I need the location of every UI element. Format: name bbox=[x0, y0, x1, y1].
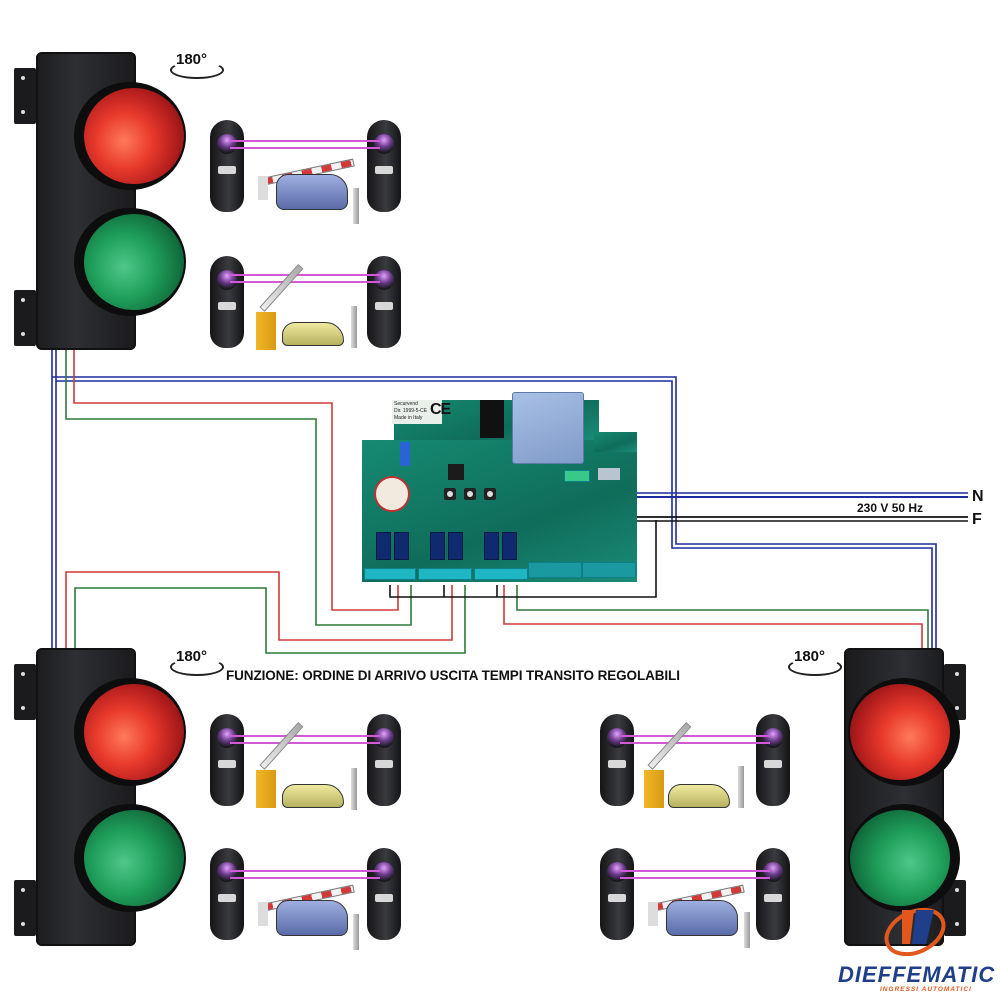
photocell-receiver bbox=[756, 714, 790, 806]
wire-green-top-left bbox=[65, 350, 412, 626]
photocell-transmitter bbox=[600, 714, 634, 806]
photocell-transmitter bbox=[210, 714, 244, 806]
mounting-bracket bbox=[14, 880, 36, 936]
transformer bbox=[512, 392, 584, 464]
sports-car-icon bbox=[282, 322, 344, 346]
relay bbox=[376, 532, 391, 560]
output-terminal-block bbox=[474, 568, 528, 580]
red-lamp bbox=[848, 678, 960, 786]
wire-red-bottom-right bbox=[503, 585, 923, 650]
post-icon bbox=[351, 768, 357, 810]
barrier-cabinet-icon bbox=[644, 770, 664, 808]
barrier-cabinet-icon bbox=[256, 312, 276, 350]
photocell-receiver bbox=[367, 848, 401, 940]
wire-green-bottom-right bbox=[516, 585, 929, 650]
wire-red-top-left bbox=[73, 350, 399, 611]
wire-red-bottom-left bbox=[65, 571, 453, 650]
input-terminal-block bbox=[528, 562, 582, 578]
dip-switch[interactable] bbox=[400, 442, 410, 466]
photocell-transmitter bbox=[210, 120, 244, 212]
infrared-beam bbox=[620, 735, 770, 744]
photocell-transmitter bbox=[210, 256, 244, 348]
post-icon bbox=[353, 188, 359, 224]
control-board: Securvend Dir. 1999-5-CE Made in Italy C… bbox=[362, 392, 637, 582]
relay bbox=[448, 532, 463, 560]
post-icon bbox=[351, 306, 357, 348]
infrared-beam bbox=[230, 140, 380, 149]
pcb-right bbox=[594, 432, 637, 452]
microcontroller-chip bbox=[448, 464, 464, 480]
output-terminal-block bbox=[418, 568, 472, 580]
trimmer-pot[interactable] bbox=[464, 488, 476, 500]
phase-label: F bbox=[972, 511, 982, 528]
car-icon bbox=[666, 900, 738, 936]
photocell-receiver bbox=[367, 256, 401, 348]
trimmer-pot[interactable] bbox=[444, 488, 456, 500]
rotation-arrow-icon bbox=[788, 658, 842, 676]
board-label: Securvend Dir. 1999-5-CE Made in Italy bbox=[392, 400, 442, 424]
barrier-post-icon bbox=[258, 902, 268, 926]
wire-blue-top-b bbox=[56, 380, 933, 650]
red-lamp bbox=[74, 678, 186, 786]
sports-car-icon bbox=[282, 784, 344, 808]
rotation-180-label: 180° bbox=[170, 648, 224, 676]
heatsink bbox=[480, 400, 504, 438]
post-icon bbox=[738, 766, 744, 808]
infrared-beam bbox=[230, 274, 380, 283]
car-icon bbox=[276, 174, 348, 210]
wire-blue-top-a bbox=[52, 376, 937, 650]
photocell-receiver bbox=[367, 120, 401, 212]
infrared-beam bbox=[230, 870, 380, 879]
traffic-light-top-left bbox=[14, 52, 186, 352]
photocell-transmitter bbox=[210, 848, 244, 940]
mounting-bracket bbox=[14, 664, 36, 720]
ce-mark: CE bbox=[430, 401, 451, 418]
input-terminal-block bbox=[582, 562, 636, 578]
diagram-title: FUNZIONE: ORDINE DI ARRIVO USCITA TEMPI … bbox=[226, 668, 680, 683]
wire-black-common bbox=[389, 520, 657, 598]
car-icon bbox=[276, 900, 348, 936]
sports-car-icon bbox=[668, 784, 730, 808]
green-lamp bbox=[848, 804, 960, 912]
relay bbox=[484, 532, 499, 560]
mounting-bracket bbox=[14, 68, 36, 124]
dieffematic-logo-icon bbox=[884, 907, 946, 956]
wire-green-bottom-left bbox=[74, 585, 466, 654]
brand-tagline: INGRESSI AUTOMATICI bbox=[880, 986, 972, 993]
post-icon bbox=[353, 914, 359, 950]
mounting-bracket bbox=[14, 290, 36, 346]
rotation-arrow-icon bbox=[170, 658, 224, 676]
infrared-beam bbox=[620, 870, 770, 879]
fuse-holder bbox=[598, 468, 620, 480]
rotation-180-label: 180° bbox=[788, 648, 842, 676]
green-lamp bbox=[74, 208, 186, 316]
photocell-receiver bbox=[756, 848, 790, 940]
manufacturer-seal bbox=[374, 476, 410, 512]
relay bbox=[430, 532, 445, 560]
power-supply-label: 230 V 50 Hz bbox=[857, 501, 924, 515]
photocell-transmitter bbox=[600, 848, 634, 940]
relay bbox=[502, 532, 517, 560]
power-terminal bbox=[564, 470, 590, 482]
wire-neutral-2 bbox=[615, 478, 968, 494]
traffic-light-bottom-right bbox=[836, 648, 966, 948]
relay bbox=[394, 532, 409, 560]
red-lamp bbox=[74, 82, 186, 190]
barrier-post-icon bbox=[648, 902, 658, 926]
barrier-post-icon bbox=[258, 176, 268, 200]
output-terminal-block bbox=[364, 568, 416, 580]
barrier-cabinet-icon bbox=[256, 770, 276, 808]
rotation-180-label: 180° bbox=[170, 51, 224, 79]
traffic-light-bottom-left bbox=[14, 648, 186, 948]
photocell-receiver bbox=[367, 714, 401, 806]
neutral-label: N bbox=[972, 488, 984, 505]
green-lamp bbox=[74, 804, 186, 912]
rotation-arrow-icon bbox=[170, 61, 224, 79]
trimmer-pot[interactable] bbox=[484, 488, 496, 500]
post-icon bbox=[744, 912, 750, 948]
brand-name: DIEFFEMATIC bbox=[838, 962, 996, 987]
wire-neutral bbox=[611, 478, 968, 498]
infrared-beam bbox=[230, 735, 380, 744]
